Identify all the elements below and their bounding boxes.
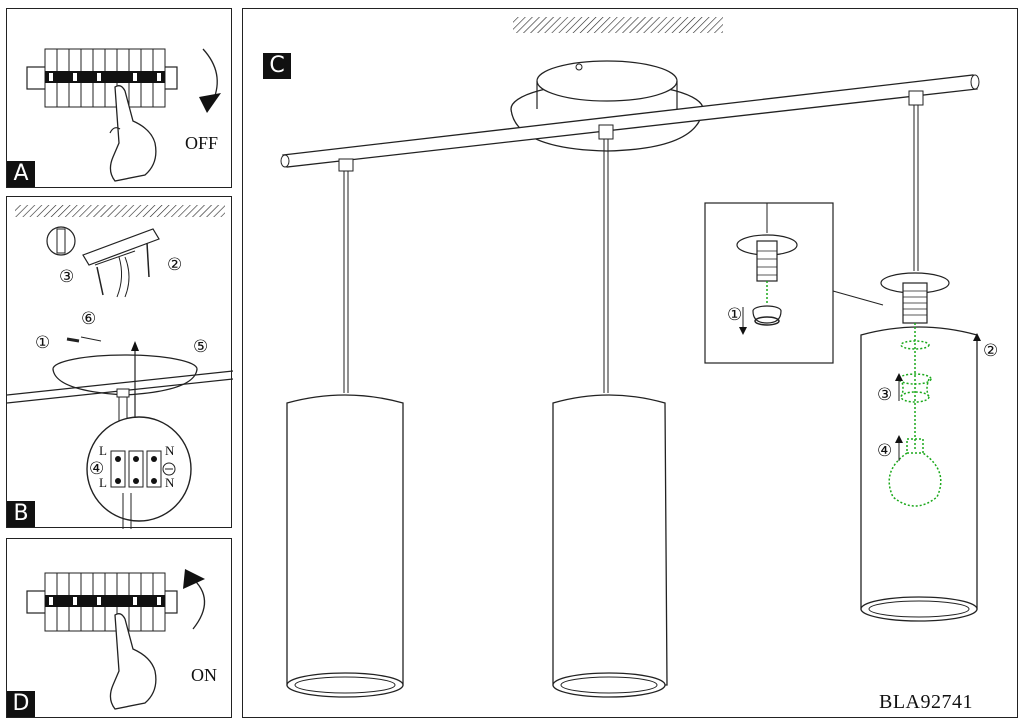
panel-c: C ① ② ③ ④ BLA92741 <box>242 8 1018 718</box>
step-c-4: ④ <box>877 441 893 460</box>
step-c-3: ③ <box>877 385 893 404</box>
step-b-3: ③ <box>59 267 75 286</box>
step-c-2: ② <box>983 341 999 360</box>
terminal-l-bottom: L <box>99 475 107 490</box>
step-b-1: ① <box>35 333 51 352</box>
panel-d-letter: D <box>7 691 35 717</box>
breaker-off-illustration <box>26 48 221 182</box>
ceiling-mount-illustration <box>7 205 233 529</box>
on-label: ON <box>191 665 217 685</box>
step-b-5: ⑤ <box>193 337 209 356</box>
model-number: BLA92741 <box>879 691 973 713</box>
terminal-n-bottom: N <box>165 475 175 490</box>
panel-a: A OFF <box>6 8 232 188</box>
step-b-2: ② <box>167 255 183 274</box>
off-label: OFF <box>185 133 219 153</box>
pendant-lamp-illustration <box>280 17 981 698</box>
panel-a-letter: A <box>7 161 35 187</box>
step-c-1: ① <box>727 305 743 324</box>
panel-b: B ① ② ③ ④ ⑤ ⑥ L L N N <box>6 196 233 529</box>
step-b-4: ④ <box>89 459 105 478</box>
panel-c-letter: C <box>263 53 291 79</box>
terminal-n-top: N <box>165 443 175 458</box>
panel-b-letter: B <box>7 501 35 527</box>
step-b-6: ⑥ <box>81 309 97 328</box>
terminal-l-top: L <box>99 443 107 458</box>
panel-d: D ON <box>6 538 232 718</box>
breaker-on-illustration <box>26 569 206 710</box>
